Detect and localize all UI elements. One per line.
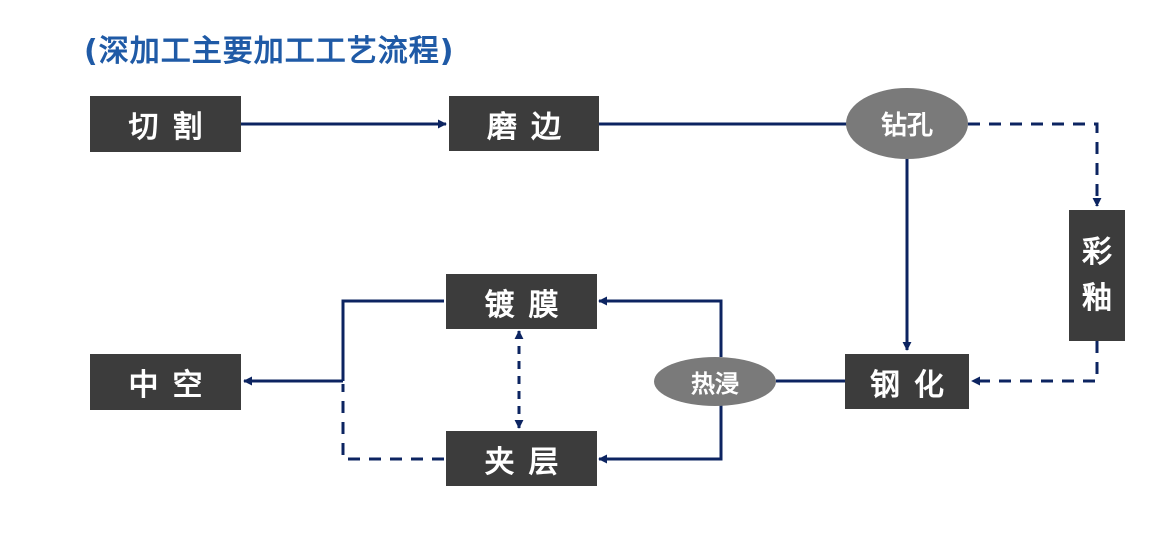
arrow-dip-to-laminate	[598, 405, 723, 464]
node-drill: 钻孔	[846, 88, 968, 159]
arrow-drill-to-glaze	[968, 122, 1102, 207]
node-laminate: 夹层	[446, 431, 597, 486]
line-coat-to-hollow	[341, 299, 444, 381]
diagram-title: (深加工主要加工工艺流程)	[84, 34, 455, 69]
node-dip: 热浸	[654, 357, 776, 406]
node-glaze: 彩 釉	[1069, 210, 1125, 341]
arrow-glaze-to-temper	[971, 341, 1099, 386]
node-coat: 镀膜	[446, 274, 597, 329]
line-laminate-to-hollow	[341, 384, 444, 461]
node-edge: 磨边	[449, 96, 599, 151]
node-hollow: 中空	[90, 354, 241, 410]
node-cut: 切割	[90, 96, 241, 152]
node-temper: 钢化	[845, 354, 969, 409]
arrow-dip-to-coat	[598, 296, 723, 357]
